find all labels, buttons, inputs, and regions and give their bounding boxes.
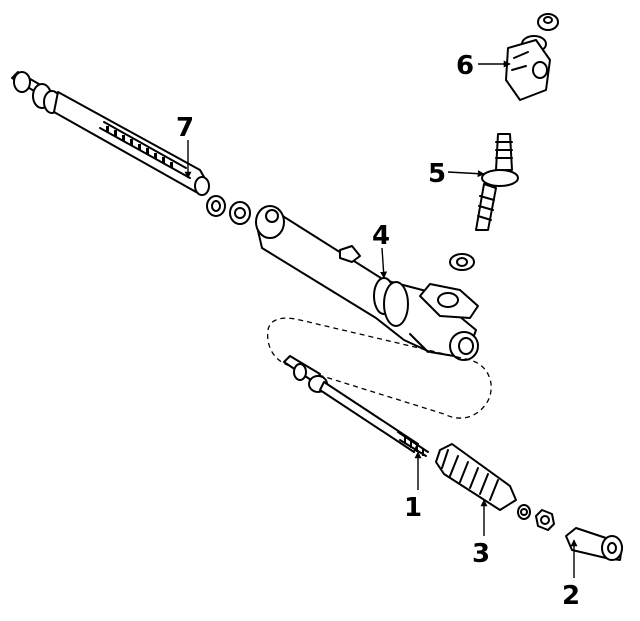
- callout-2: 2: [562, 581, 580, 611]
- part-4-rack-housing: [255, 205, 479, 361]
- phantom-outline: [266, 317, 492, 419]
- callout-6: 6: [456, 51, 474, 81]
- callout-7: 7: [176, 113, 194, 143]
- part-2-outer-tie-rod-end: [565, 527, 623, 561]
- part-7-rack-shaft: [11, 71, 210, 196]
- callout-1: 1: [404, 493, 422, 523]
- part-3-boot: [435, 443, 517, 511]
- callout-3: 3: [472, 539, 490, 569]
- part-6-valve-assembly: [505, 13, 559, 101]
- callout-4: 4: [372, 221, 390, 251]
- rack-washers: [206, 195, 251, 225]
- part-5-pinion-shaft: [449, 133, 519, 271]
- part-1-inner-tie-rod: [283, 355, 429, 457]
- callout-5: 5: [428, 159, 446, 189]
- leader-lines: [184, 60, 578, 578]
- tie-rod-nut-and-washer: [517, 504, 555, 531]
